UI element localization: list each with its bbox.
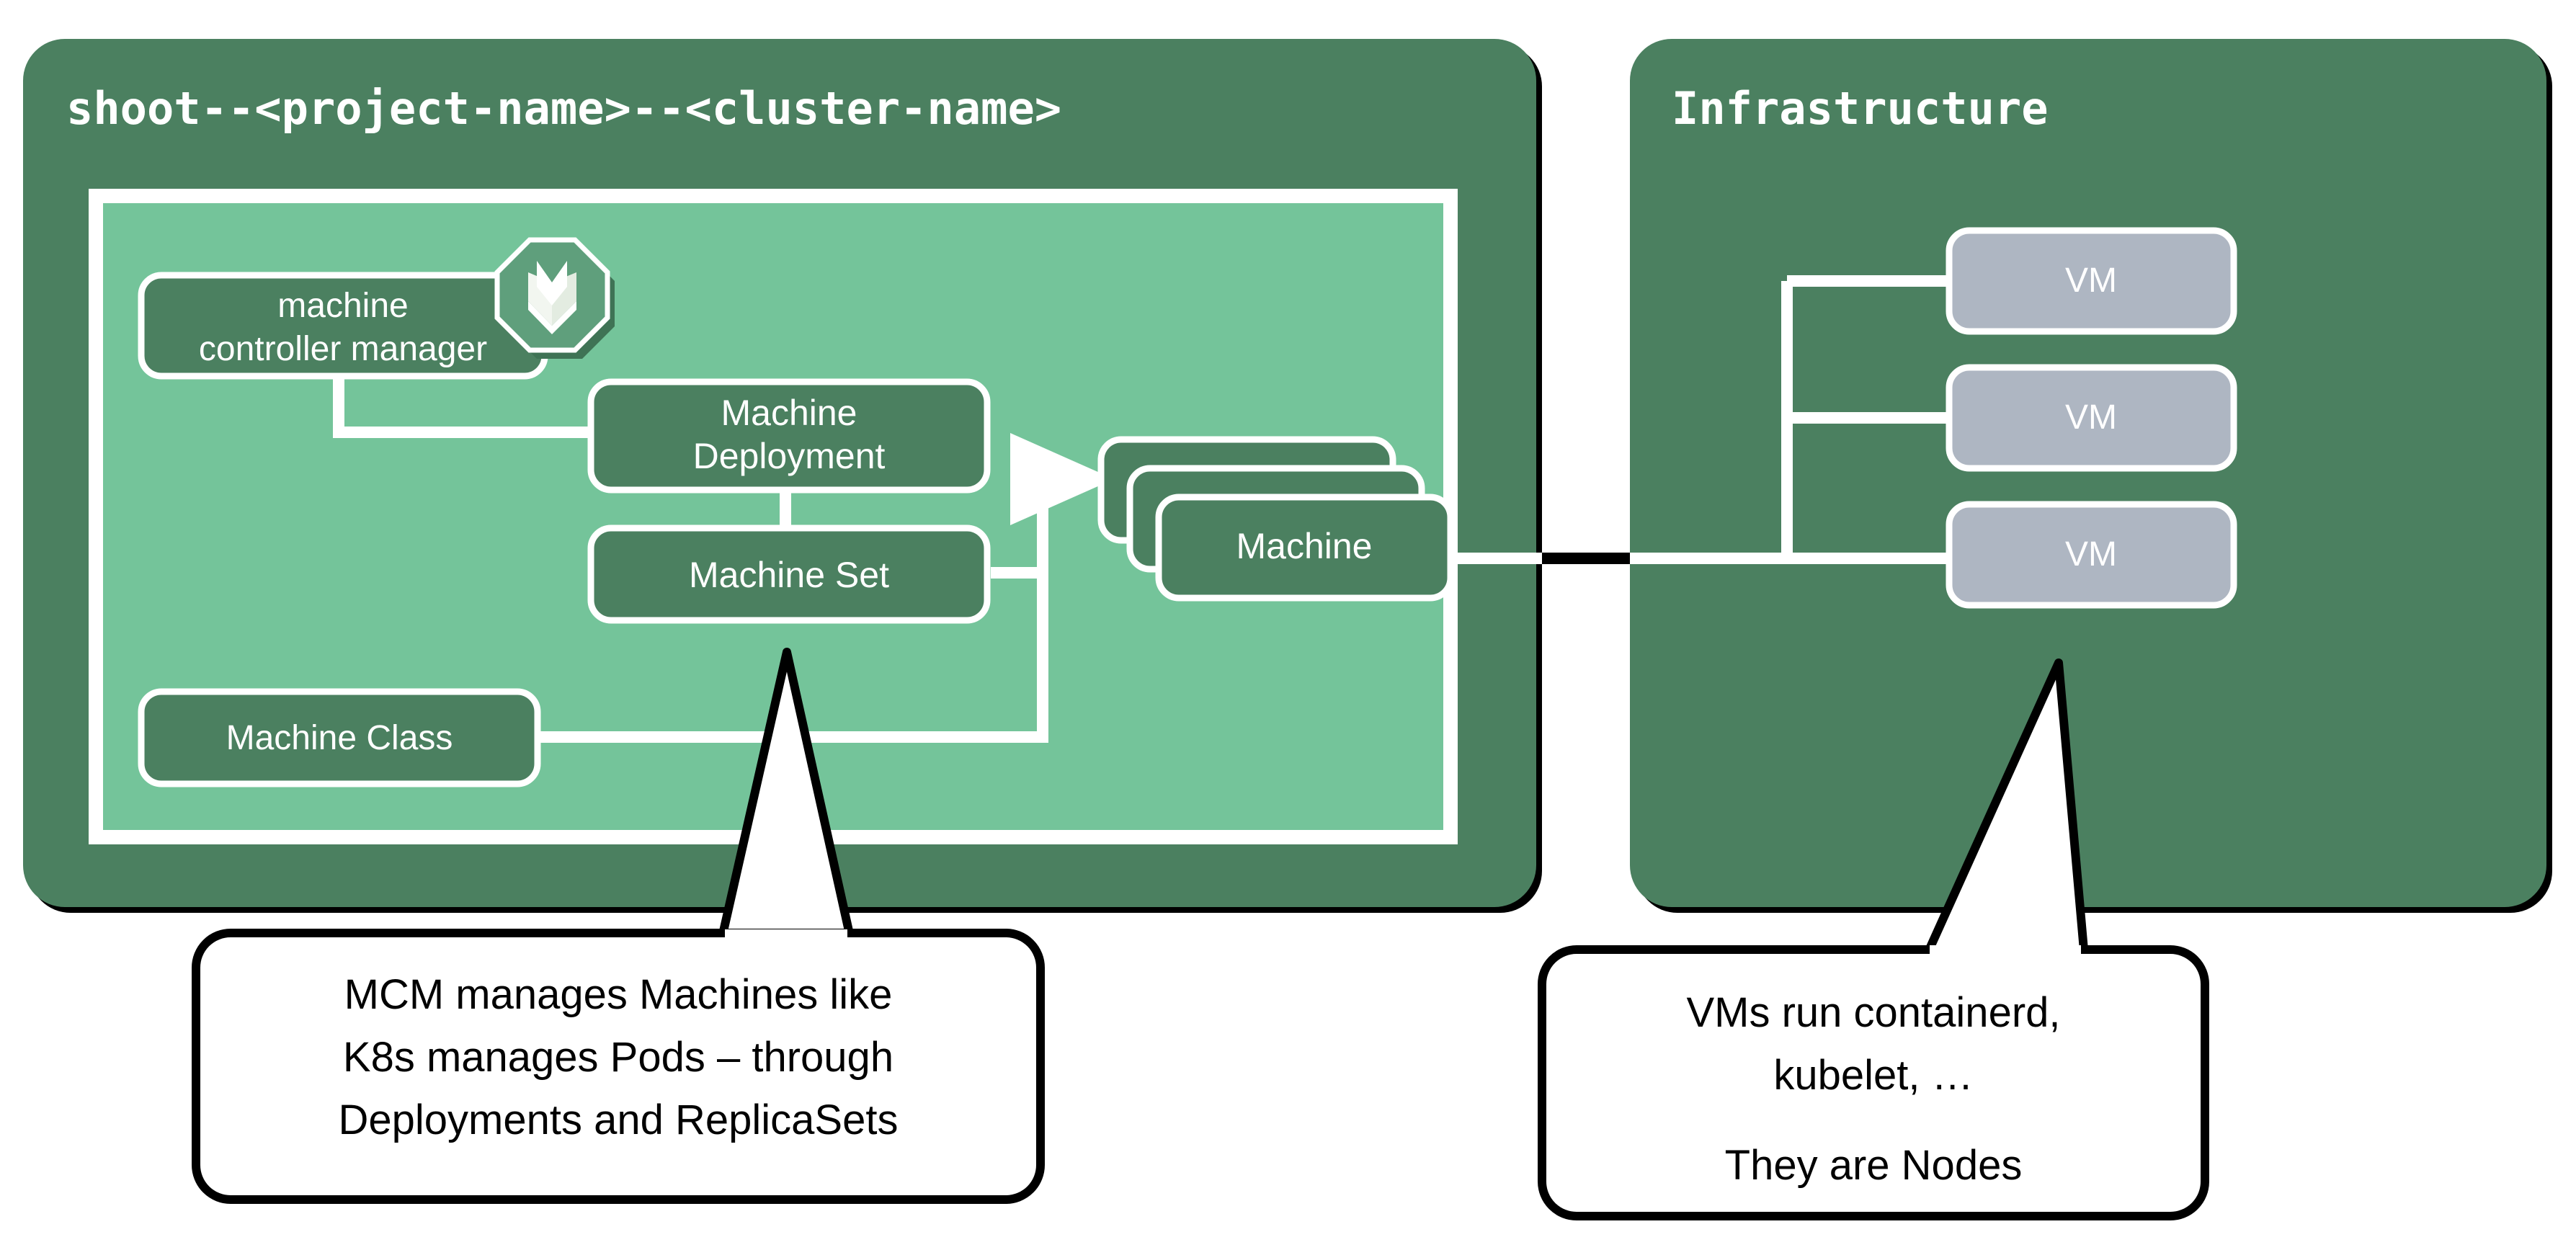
- callout-mcm: MCM manages Machines like K8s manages Po…: [192, 648, 1045, 1204]
- node-machine-deployment-label-line2: Deployment: [693, 436, 886, 476]
- callout-vm-tail-seam: [1930, 945, 2081, 964]
- vm-box-1[interactable]: VM: [1946, 227, 2237, 335]
- vm-3-label: VM: [2065, 535, 2117, 573]
- callout-vm-line-4: They are Nodes: [1725, 1142, 2023, 1189]
- vm-1-label: VM: [2065, 262, 2117, 300]
- node-machine-stack[interactable]: Machine: [1097, 436, 1454, 602]
- node-machine-label: Machine: [1236, 526, 1373, 566]
- node-machine-class-box[interactable]: [138, 688, 541, 787]
- node-machine-class[interactable]: Machine Class: [138, 688, 541, 787]
- callout-vm: VMs run containerd, kubelet, … They are …: [1538, 659, 2209, 1220]
- vm-box-2[interactable]: VM: [1946, 364, 2237, 472]
- node-machine-set[interactable]: Machine Set: [587, 524, 991, 624]
- panel-shoot-title: shoot--<project-name>--<cluster-name>: [66, 82, 1061, 135]
- callout-mcm-line-1: MCM manages Machines like: [344, 971, 893, 1018]
- node-machine-box-front[interactable]: [1155, 494, 1454, 602]
- callout-vm-line-2: kubelet, …: [1773, 1052, 1973, 1099]
- vm-group: VM VM VM: [1946, 227, 2237, 609]
- node-machine-deployment-label-line1: Machine: [721, 393, 857, 433]
- node-machine-set-box[interactable]: [587, 524, 991, 624]
- connector-machineclass-to-riser: [537, 573, 1048, 743]
- connectors-group: [333, 375, 1542, 743]
- vm-3-box[interactable]: [1946, 501, 2237, 609]
- node-mcm-label-line1: machine: [277, 287, 408, 325]
- node-machine-set-label: Machine Set: [689, 555, 889, 595]
- callout-vm-line-1: VMs run containerd,: [1686, 989, 2060, 1036]
- vm-2-box[interactable]: [1946, 364, 2237, 472]
- callout-mcm-line-3: Deployments and ReplicaSets: [339, 1097, 899, 1143]
- panel-infrastructure-body: [1630, 39, 2546, 907]
- node-machine-deployment[interactable]: Machine Deployment: [587, 378, 991, 494]
- connector-mcm-to-deployment: [333, 375, 591, 438]
- node-machine-deployment-box[interactable]: [587, 378, 991, 494]
- vm-1-box[interactable]: [1946, 227, 2237, 335]
- callout-mcm-line-2: K8s manages Pods – through: [343, 1034, 893, 1081]
- panel-infrastructure-title: Infrastructure: [1672, 82, 2049, 135]
- panel-infrastructure: Infrastructure: [1630, 39, 2552, 913]
- node-mcm-label-line2: controller manager: [199, 330, 487, 368]
- gardener-logo-petal-center: [537, 261, 567, 305]
- vm-box-3[interactable]: VM: [1946, 501, 2237, 609]
- vm-2-label: VM: [2065, 398, 2117, 437]
- callout-vm-bubble: [1538, 945, 2209, 1220]
- vm-connectors-group: [1630, 275, 1949, 564]
- gardener-logo-icon: [494, 237, 615, 359]
- callout-mcm-bubble: [192, 929, 1045, 1204]
- node-machine-controller-manager[interactable]: machine controller manager: [138, 272, 548, 380]
- callout-mcm-tail-seam: [725, 929, 847, 948]
- gardener-logo-base: [528, 301, 576, 334]
- node-machine-class-label: Machine Class: [226, 719, 453, 757]
